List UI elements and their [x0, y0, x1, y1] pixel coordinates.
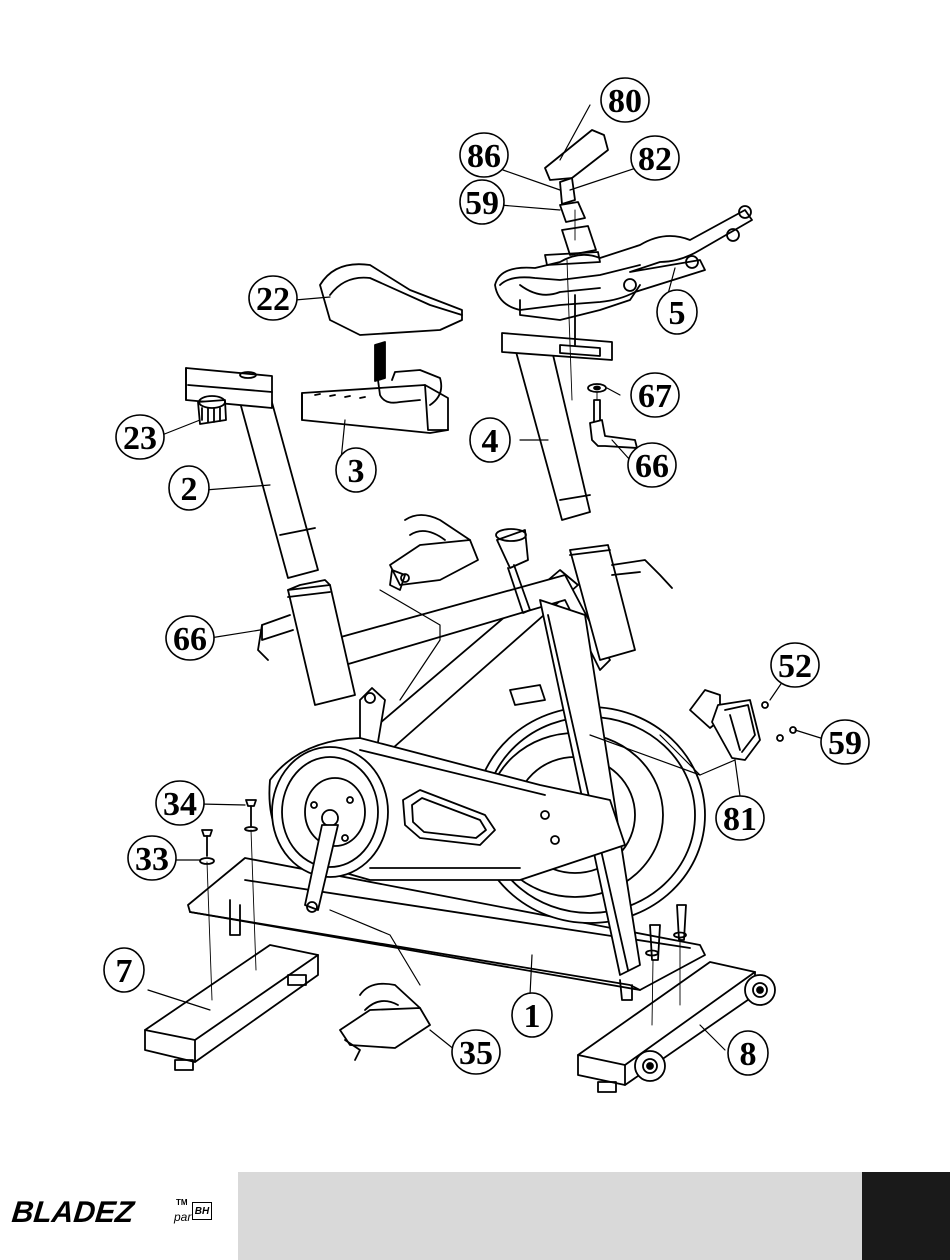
callout-8: 8 — [728, 1031, 768, 1075]
callout-80: 80 — [601, 78, 649, 122]
callout-1: 1 — [512, 993, 552, 1037]
callout-81: 81 — [716, 796, 764, 840]
callout-67: 67 — [631, 373, 679, 417]
pedal-right — [340, 984, 430, 1060]
svg-text:5: 5 — [669, 295, 686, 332]
svg-text:59: 59 — [828, 725, 862, 762]
svg-text:8: 8 — [740, 1036, 757, 1073]
brand-logo: BLADEZ TM par BH — [0, 1172, 238, 1260]
svg-text:7: 7 — [116, 953, 133, 990]
svg-text:1: 1 — [524, 998, 541, 1035]
callout-52: 52 — [771, 643, 819, 687]
svg-text:34: 34 — [163, 786, 197, 823]
svg-text:52: 52 — [778, 648, 812, 685]
svg-text:59: 59 — [465, 185, 499, 222]
callout-5: 5 — [657, 290, 697, 334]
svg-text:4: 4 — [482, 423, 499, 460]
svg-text:22: 22 — [256, 281, 290, 318]
front-stabilizer — [145, 945, 318, 1070]
pedal-left — [390, 515, 478, 590]
callout-3: 3 — [336, 448, 376, 492]
svg-text:80: 80 — [608, 83, 642, 120]
page-footer: BLADEZ TM par BH — [0, 1172, 950, 1260]
callout-59-console: 59 — [460, 180, 504, 224]
bh-logo: BH — [192, 1202, 212, 1220]
callout-23: 23 — [116, 415, 164, 459]
svg-text:2: 2 — [181, 471, 198, 508]
trademark-mark: TM — [176, 1198, 188, 1207]
handlebar — [495, 206, 752, 345]
handlebar-knob — [588, 384, 637, 448]
callout-33: 33 — [128, 836, 176, 880]
exploded-parts-diagram: 80 86 82 59 5 22 67 23 — [0, 0, 950, 1160]
svg-text:33: 33 — [135, 841, 169, 878]
svg-text:82: 82 — [638, 141, 672, 178]
bottle-holder — [690, 690, 760, 760]
svg-text:66: 66 — [635, 448, 669, 485]
svg-text:3: 3 — [348, 453, 365, 490]
callout-7: 7 — [104, 948, 144, 992]
callout-4: 4 — [470, 418, 510, 462]
footer-band — [238, 1172, 862, 1260]
svg-text:81: 81 — [723, 801, 757, 838]
callout-2: 2 — [169, 466, 209, 510]
callout-66-seat: 66 — [166, 616, 214, 660]
svg-text:66: 66 — [173, 621, 207, 658]
console-assembly — [545, 130, 608, 265]
svg-text:35: 35 — [459, 1035, 493, 1072]
svg-text:86: 86 — [467, 138, 501, 175]
callout-82: 82 — [631, 136, 679, 180]
brand-name: BLADEZ — [10, 1196, 135, 1230]
callout-35: 35 — [452, 1030, 500, 1074]
seat-tube — [258, 580, 355, 705]
svg-text:23: 23 — [123, 420, 157, 457]
callout-66-handlebar: 66 — [628, 443, 676, 487]
seat-post — [186, 368, 318, 578]
callout-86: 86 — [460, 133, 508, 177]
brand-par: par — [174, 1210, 191, 1224]
svg-text:67: 67 — [638, 378, 672, 415]
callout-59-holder: 59 — [821, 720, 869, 764]
callout-22: 22 — [249, 276, 297, 320]
page-number-box — [862, 1172, 950, 1260]
callout-34: 34 — [156, 781, 204, 825]
